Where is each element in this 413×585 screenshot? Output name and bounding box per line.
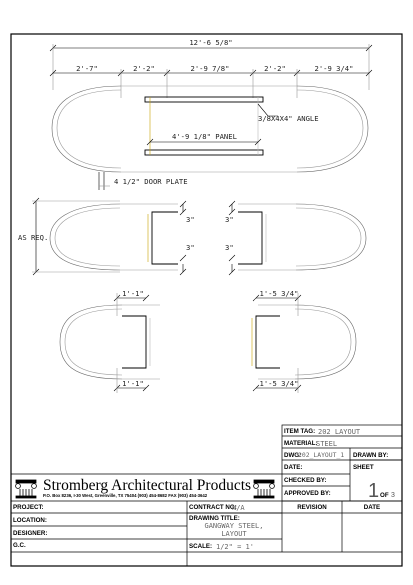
dim-bottom-left-width: 1'-1" [122,379,144,388]
dwg-value: 202_LAYOUT_1 [298,451,344,459]
revision-label: REVISION [297,504,327,511]
dim-seg2: 2'-2" [133,64,155,73]
company-name: Stromberg Architectural Products [43,477,251,494]
dim-as-req: AS REQ. [18,233,48,242]
sheet-of-label: OF [380,492,389,499]
scale-value: 1/2" = 1' [216,543,254,551]
dim-seg5: 2'-9 3/4" [315,64,354,73]
title-block [11,424,403,566]
dim-3in-a: 3" [186,215,195,224]
material-value: STEEL [316,440,337,448]
dim-bottom-right-width: 1'-5 3/4" [260,379,299,388]
date-label: DATE: [284,464,302,471]
item-tag-label: ITEM TAG: [284,428,315,435]
contract-value: N/A [232,504,245,512]
top-plan [49,44,373,190]
title-block-text: ITEM TAG: 202 LAYOUT MATERIAL: STEEL DWG… [13,428,395,551]
company-address: P.O. Box 8236, I-30 West, Greenville, TX… [43,493,208,498]
door-plate-callout: 4 1/2" DOOR PLATE [114,177,188,186]
project-label: PROJECT: [13,504,44,511]
top-plan-labels: 12'-6 5/8" 2'-7" 2'-2" 2'-9 7/8" 2'-2" 2… [76,38,353,186]
gc-label: G.C. [13,542,26,549]
company-logo-left [15,479,37,499]
dim-3in-d: 3" [225,243,234,252]
sheet-number: 1 [368,480,379,502]
drawing-title-line2: LAYOUT [221,530,247,538]
material-label: MATERIAL: [284,440,318,447]
bottom-plan [59,293,357,393]
middle-plan-labels: AS REQ. 3" 3" 3" 3" [18,215,234,252]
dim-top-left-width: 1'-1" [122,289,144,298]
scale-label: SCALE: [189,543,212,550]
designer-label: DESIGNER: [13,530,47,537]
dim-overall: 12'-6 5/8" [189,38,232,47]
location-label: LOCATION: [13,517,47,524]
approved-by-label: APPROVED BY: [284,490,331,497]
sheet-label: SHEET [353,464,374,471]
angle-callout: 3/8X4X4" ANGLE [258,114,319,123]
company-logo-right [253,479,275,499]
panel-callout: 4'-9 1/8" PANEL [172,132,237,141]
rev-date-label: DATE [364,504,380,511]
dim-seg3: 2'-9 7/8" [191,64,230,73]
bottom-plan-labels: 1'-1" 1'-1" 1'-5 3/4" 1'-5 3/4" [122,289,298,388]
sheet-border [10,33,403,567]
dim-top-right-width: 1'-5 3/4" [260,289,299,298]
drawing-title-label: DRAWING TITLE: [189,515,240,522]
drawing-title-line1: GANGWAY STEEL, [204,522,263,530]
dim-seg4: 2'-2" [264,64,286,73]
checked-by-label: CHECKED BY: [284,477,327,484]
middle-plan [32,197,367,276]
dim-seg1: 2'-7" [76,64,98,73]
dim-3in-b: 3" [186,243,195,252]
dim-3in-c: 3" [225,215,234,224]
item-tag-value: 202 LAYOUT [318,428,361,436]
dwg-label: DWG: [284,452,301,459]
contract-label: CONTRACT NO: [189,504,237,511]
drawn-by-label: DRAWN BY: [353,452,388,459]
sheet-total: 3 [391,492,395,499]
